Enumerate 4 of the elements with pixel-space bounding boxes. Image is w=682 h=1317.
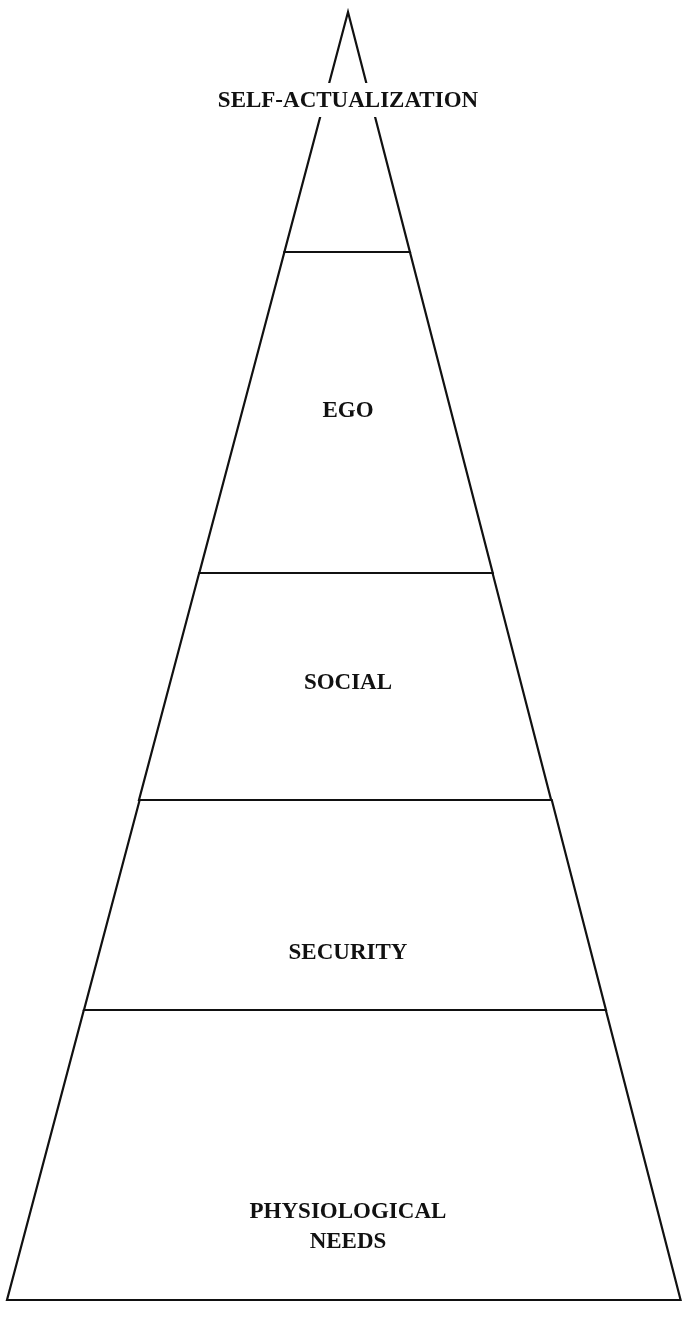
tier-label: PHYSIOLOGICAL NEEDS <box>248 1197 448 1255</box>
tier-label: SECURITY <box>287 938 409 966</box>
tier-label: SOCIAL <box>302 668 394 696</box>
tier-label: EGO <box>321 396 375 424</box>
